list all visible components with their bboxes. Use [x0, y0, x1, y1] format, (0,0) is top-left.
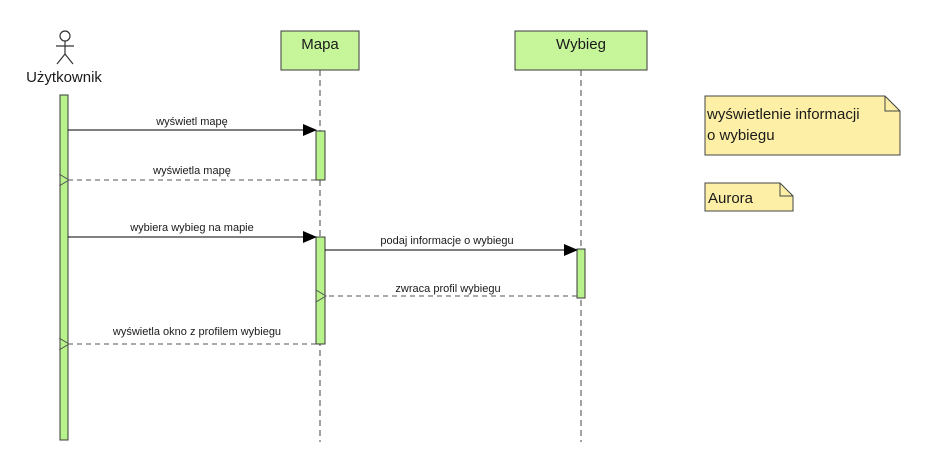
- message-m4[interactable]: podaj informacje o wybiegu: [325, 235, 578, 256]
- message-m6-label: wyświetla okno z profilem wybiegu: [112, 326, 281, 338]
- note-aurora-corner-icon: [779, 183, 793, 197]
- note-info-corner-icon: [884, 96, 900, 112]
- message-m1[interactable]: wyświetl mapę: [68, 116, 317, 136]
- note-aurora-label: Aurora: [708, 190, 754, 207]
- wybieg-activation[interactable]: [576, 248, 586, 299]
- mapa-activation-2[interactable]: [315, 236, 326, 345]
- mapa-activation-1[interactable]: [315, 130, 326, 181]
- actor-leg-right: [64, 53, 74, 65]
- note-info[interactable]: wyświetlenie informacji o wybiegu: [704, 95, 901, 156]
- object-wybieg[interactable]: Wybieg: [514, 30, 648, 71]
- message-m5-label: zwraca profil wybiegu: [395, 283, 500, 295]
- message-m1-label: wyświetl mapę: [155, 116, 228, 128]
- message-m2[interactable]: wyświetla mapę: [69, 165, 316, 180]
- object-wybieg-label: Wybieg: [556, 36, 606, 53]
- actor-label: Użytkownik: [26, 69, 102, 86]
- actor-activation-bar[interactable]: [59, 94, 69, 441]
- actor-head-icon: [59, 30, 71, 42]
- message-m2-label: wyświetla mapę: [152, 165, 231, 177]
- note-info-line1: wyświetlenie informacji: [706, 106, 860, 123]
- note-aurora[interactable]: Aurora: [704, 182, 794, 212]
- note-aurora-body: [704, 182, 794, 212]
- message-m5[interactable]: zwraca profil wybiegu: [326, 283, 577, 296]
- note-info-line2: o wybiegu: [707, 127, 775, 144]
- note-info-body: [704, 95, 901, 156]
- actor-leg-left: [56, 53, 66, 65]
- object-wybieg-box: [514, 30, 648, 71]
- object-mapa-box: [280, 30, 360, 71]
- message-m3-label: wybiera wybieg na mapie: [129, 222, 254, 234]
- actor-figure[interactable]: Użytkownik: [26, 30, 102, 86]
- message-m6[interactable]: wyświetla okno z profilem wybiegu: [69, 326, 316, 344]
- message-m4-label: podaj informacje o wybiegu: [380, 235, 513, 247]
- object-mapa-label: Mapa: [301, 36, 339, 53]
- message-m3[interactable]: wybiera wybieg na mapie: [68, 222, 317, 243]
- object-mapa[interactable]: Mapa: [280, 30, 360, 71]
